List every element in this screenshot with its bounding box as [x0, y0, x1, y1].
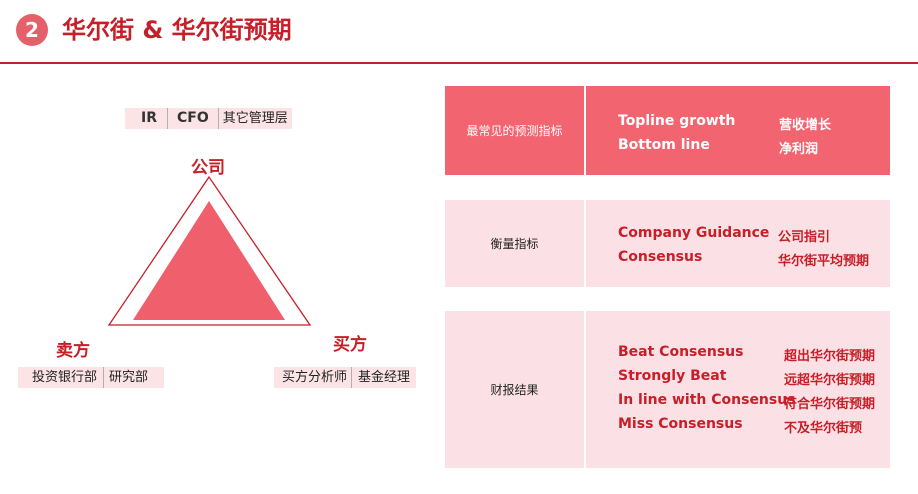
row-en: Company Guidance — [618, 225, 770, 241]
tag-cfo: CFO — [177, 110, 209, 126]
tag-separator — [103, 367, 105, 388]
sell-side-tags: 投资银行部 研究部 — [18, 367, 165, 388]
header: 2 华尔街 & 华尔街预期 — [0, 0, 918, 62]
panel-label: 最常见的预测指标 — [445, 86, 584, 175]
triangle-fill — [133, 201, 285, 320]
row-en: Topline growth — [618, 113, 736, 129]
panel-content: Company Guidance 公司指引 Consensus 华尔街平均预期 — [586, 200, 890, 287]
section-number-badge: 2 — [16, 14, 48, 46]
row-en: Beat Consensus — [618, 344, 744, 360]
row-cn: 公司指引 — [778, 230, 831, 245]
tag-ir: IR — [141, 110, 157, 126]
tag-buy-side-analyst: 买方分析师 — [282, 370, 348, 385]
node-sell-side-label: 卖方 — [56, 341, 90, 361]
node-company-label: 公司 — [191, 158, 225, 178]
buy-side-tags: 买方分析师 基金经理 — [274, 367, 417, 388]
triangle-outline — [107, 175, 312, 326]
panel-measurement: 衡量指标 Company Guidance 公司指引 Consensus 华尔街… — [445, 200, 890, 287]
tag-research: 研究部 — [109, 370, 149, 385]
page-title: 华尔街 & 华尔街预期 — [62, 16, 292, 44]
panel-forecast-metrics: 最常见的预测指标 Topline growth 营收增长 Bottom line… — [445, 86, 890, 175]
header-divider — [0, 62, 918, 64]
row-cn: 远超华尔街预期 — [784, 373, 876, 388]
row-cn: 营收增长 — [779, 118, 832, 133]
tag-other-management: 其它管理层 — [222, 111, 288, 126]
tag-investment-banking: 投资银行部 — [32, 370, 98, 385]
row-en: Strongly Beat — [618, 368, 727, 384]
panel-content: Beat Consensus 超出华尔街预期 Strongly Beat 远超华… — [586, 311, 890, 468]
panel-earnings-results: 财报结果 Beat Consensus 超出华尔街预期 Strongly Bea… — [445, 311, 890, 468]
node-buy-side-label: 买方 — [333, 335, 367, 355]
row-en: Miss Consensus — [618, 416, 743, 432]
tag-separator — [217, 108, 219, 129]
row-cn: 净利润 — [779, 142, 819, 157]
panel-content: Topline growth 营收增长 Bottom line 净利润 — [586, 86, 890, 175]
company-tags: IR CFO 其它管理层 — [125, 108, 292, 129]
tag-separator — [167, 108, 168, 129]
row-en: In line with Consensus — [618, 392, 796, 408]
row-cn: 不及华尔街预 — [784, 421, 863, 436]
panel-label: 财报结果 — [445, 311, 584, 468]
row-en: Bottom line — [618, 137, 710, 153]
tag-separator — [351, 367, 353, 388]
panel-label: 衡量指标 — [445, 200, 584, 287]
row-cn: 华尔街平均预期 — [778, 254, 870, 269]
row-cn: 超出华尔街预期 — [784, 349, 876, 364]
tag-fund-manager: 基金经理 — [358, 370, 411, 385]
row-cn: 符合华尔街预期 — [784, 397, 876, 412]
row-en: Consensus — [618, 249, 703, 265]
